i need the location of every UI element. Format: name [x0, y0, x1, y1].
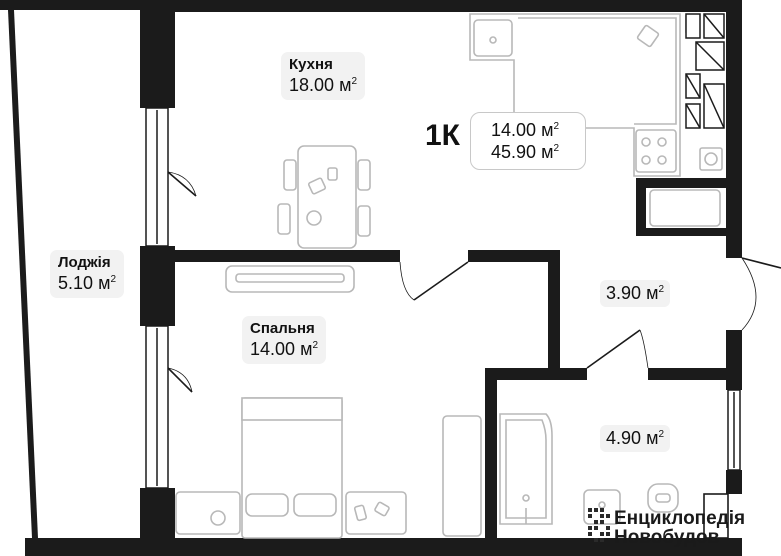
dining-chair: [357, 159, 371, 191]
kitchen-loggia-door-arc: [167, 171, 197, 197]
dining-chair: [277, 203, 291, 235]
kitchen-counter: [469, 13, 681, 177]
bedroom-wardrobe: [442, 415, 482, 537]
stove-burner: [641, 155, 651, 165]
table-plate: [306, 210, 322, 226]
watermark-logo-icon: [588, 508, 610, 542]
hall-niche-bottom-wall: [636, 228, 728, 236]
furniture: [175, 13, 729, 539]
total-area: 45.90 м2: [491, 142, 559, 162]
watermark-line1: Енциклопедія: [614, 508, 746, 529]
doors: [167, 171, 781, 393]
kitchen-area: 18.00 м2: [289, 75, 357, 95]
bedroom-door-leaf: [413, 261, 469, 301]
right-wall-lower: [726, 470, 742, 494]
hall-area: 3.90 м2: [600, 280, 670, 307]
bedroom-bathroom-wall: [485, 368, 497, 543]
boiler-dial: [704, 152, 718, 166]
kitchen-label: Кухня 18.00 м2: [281, 52, 365, 100]
shaft-diagonal: [703, 83, 725, 129]
dining-table: [297, 145, 357, 249]
watermark-line2: Новобудов: [614, 527, 720, 548]
nightstand-item: [374, 501, 390, 517]
loggia-label: Лоджія 5.10 м2: [50, 250, 124, 298]
bathroom-door-leaf: [586, 329, 641, 369]
bed-headboard: [241, 397, 343, 421]
apartment-area-box: 14.00 м2 45.90 м2: [470, 112, 586, 170]
bedroom-loggia-door-arc: [167, 367, 193, 393]
nightstand-item: [353, 504, 367, 522]
shaft-diagonal: [685, 73, 701, 99]
shaft-diagonal: [685, 103, 701, 129]
top-wall: [150, 0, 728, 12]
toilet-seat: [655, 493, 671, 503]
stove-burner: [657, 137, 667, 147]
washbasin-drain: [598, 501, 606, 509]
bottom-wall: [25, 538, 742, 556]
left-wall-top: [140, 0, 175, 108]
dining-chair: [357, 205, 371, 237]
kitchen-counter-inner: [518, 17, 677, 125]
bathroom-top-wall-left: [485, 368, 587, 380]
entrance-door-arc: [741, 257, 757, 331]
nightstand-lamp: [210, 510, 226, 526]
hall-niche-top-wall: [636, 178, 728, 188]
walls: [0, 0, 742, 556]
table-item: [327, 167, 338, 181]
kitchen-loggia-door-leaf: [167, 171, 197, 197]
bathtub-drain: [522, 494, 530, 502]
nightstand-right: [345, 491, 407, 535]
bedroom-hall-wall: [548, 250, 560, 370]
apartment-type: 1К: [425, 119, 460, 152]
shaft-diagonal: [703, 13, 725, 39]
kitchen-stove: [635, 129, 677, 173]
right-wall-top: [726, 0, 742, 258]
bathroom-area: 4.90 м2: [600, 425, 670, 452]
bed-pillow: [293, 493, 337, 517]
right-wall-middle: [726, 330, 742, 390]
bedroom-area: 14.00 м2: [250, 339, 318, 359]
shaft-diagonal: [695, 41, 725, 71]
stove-burner: [657, 155, 667, 165]
loggia-outer-wall: [8, 10, 38, 538]
bathroom-top-wall-right: [648, 368, 728, 380]
hall-cabinet: [649, 189, 721, 227]
bedroom-radiator-inner: [235, 273, 345, 283]
kitchen-name: Кухня: [289, 56, 333, 73]
bed-pillow: [245, 493, 289, 517]
bathroom-shaft: [703, 493, 729, 539]
bedroom-loggia-door-leaf: [167, 367, 193, 393]
loggia-name: Лоджія: [58, 254, 111, 271]
loggia-top-wall: [0, 0, 150, 10]
table-item: [307, 177, 327, 195]
bedroom-door-arc: [399, 261, 415, 301]
hall-niche-left-wall: [636, 178, 646, 230]
watermark: Енциклопедія Новобудов: [610, 506, 745, 550]
kitchen-bedroom-wall-right: [468, 250, 558, 262]
stove-burner: [641, 137, 651, 147]
dining-chair: [283, 159, 297, 191]
bedroom-label: Спальня 14.00 м2: [242, 316, 326, 364]
kitchen-sink-drain: [489, 36, 497, 44]
kitchen-counter-item: [636, 24, 660, 48]
bathroom-door-arc: [639, 329, 649, 369]
nightstand-left: [175, 491, 241, 535]
watermark-text: Енциклопедія Новобудов: [614, 509, 745, 547]
living-area: 14.00 м2: [491, 120, 559, 140]
bedroom-name: Спальня: [250, 320, 315, 337]
bathtub-inner: [505, 419, 547, 519]
kitchen-window-details: [685, 13, 725, 129]
kitchen-bedroom-wall-left: [150, 250, 400, 262]
loggia-area: 5.10 м2: [58, 273, 116, 293]
shaft-box: [685, 13, 701, 39]
entrance-door-leaf: [741, 257, 781, 269]
